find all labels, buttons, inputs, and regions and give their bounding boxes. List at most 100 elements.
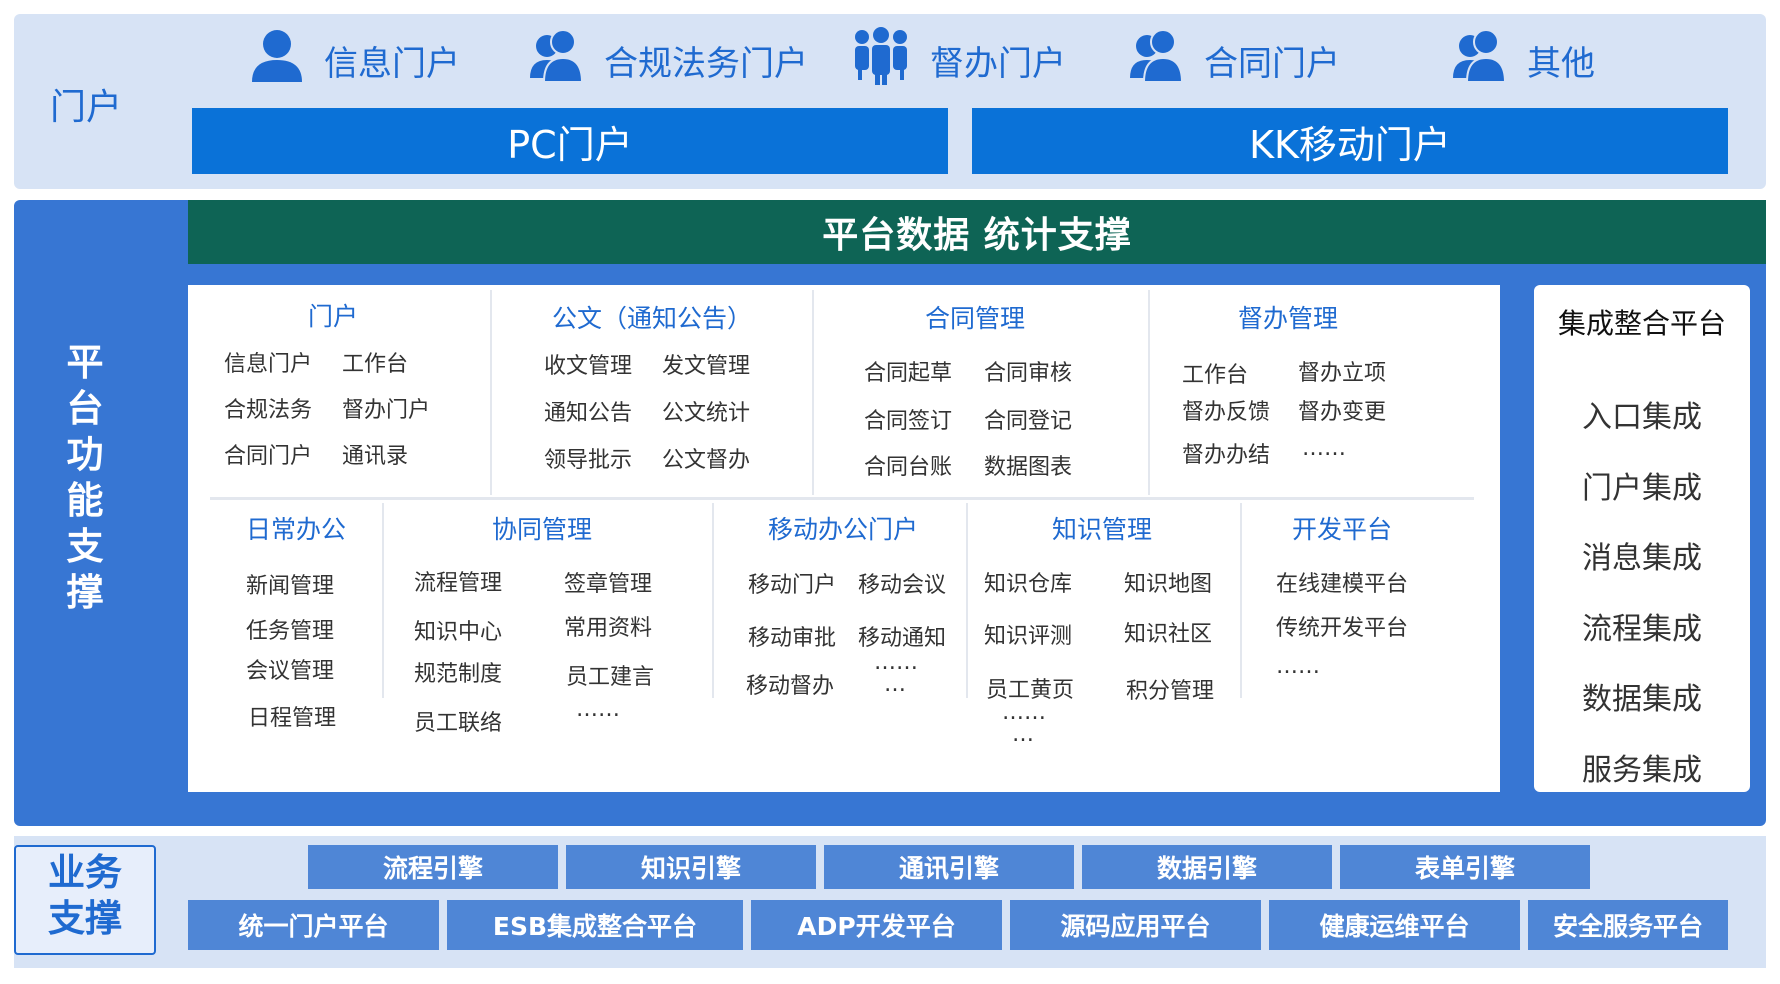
module-item[interactable]: 合规法务 [224, 398, 313, 423]
module-item[interactable]: 员工建言 [566, 665, 655, 690]
module-item[interactable]: 公文督办 [662, 448, 751, 473]
ellipsis: … [1012, 722, 1034, 747]
group-icon [852, 26, 910, 94]
module-item[interactable]: 任务管理 [246, 619, 335, 644]
module-item[interactable]: 移动会议 [858, 573, 947, 598]
portal-item-supervise[interactable]: 督办门户 [852, 26, 1066, 90]
module-item[interactable]: 移动审批 [748, 626, 837, 651]
ellipsis: …… [576, 697, 620, 722]
users-icon [530, 28, 584, 93]
integration-item[interactable]: 入口集成 [1582, 400, 1702, 435]
section-title-contract: 合同管理 [925, 304, 1026, 333]
module-item[interactable]: 知识仓库 [984, 572, 1073, 597]
module-item[interactable]: 流程管理 [414, 571, 503, 596]
integration-title: 集成整合平台 [1557, 307, 1726, 340]
integration-panel [1534, 285, 1750, 792]
integration-item[interactable]: 流程集成 [1582, 612, 1702, 647]
module-item[interactable]: 督办变更 [1298, 400, 1387, 425]
module-item[interactable]: 信息门户 [224, 352, 313, 377]
module-item[interactable]: 合同登记 [984, 409, 1073, 434]
module-item[interactable]: 签章管理 [564, 572, 653, 597]
section-title-portal: 门户 [308, 302, 359, 331]
section-title-dev-platform: 开发平台 [1292, 515, 1393, 544]
ellipsis: …… [1276, 654, 1320, 679]
module-item[interactable]: 收文管理 [544, 354, 633, 379]
divider [712, 503, 714, 698]
module-item[interactable]: 督办门户 [342, 398, 431, 423]
module-item[interactable]: 合同签订 [864, 409, 953, 434]
module-item[interactable]: 移动督办 [746, 674, 835, 699]
user-icon [250, 28, 304, 93]
engine-knowledge[interactable]: 知识引擎 [566, 845, 816, 889]
module-item[interactable]: 员工联络 [414, 711, 503, 736]
platform-security[interactable]: 安全服务平台 [1528, 900, 1728, 950]
platform-esb[interactable]: ESB集成整合平台 [447, 900, 743, 950]
business-label: 业务支撑 [48, 851, 122, 940]
section-title-supervise: 督办管理 [1238, 304, 1339, 333]
module-item[interactable]: 发文管理 [662, 354, 751, 379]
portal-item-other[interactable]: 其他 [1453, 28, 1595, 93]
divider [210, 497, 1474, 500]
module-item[interactable]: 新闻管理 [246, 574, 335, 599]
platform-source-code[interactable]: 源码应用平台 [1010, 900, 1261, 950]
module-item[interactable]: 合同审核 [984, 361, 1073, 386]
platform-unified-portal[interactable]: 统一门户平台 [188, 900, 439, 950]
module-item[interactable]: 通讯录 [342, 444, 409, 469]
module-item[interactable]: 员工黄页 [986, 678, 1075, 703]
module-item[interactable]: 公文统计 [662, 401, 751, 426]
module-item[interactable]: 日程管理 [248, 706, 337, 731]
module-item[interactable]: 在线建模平台 [1276, 572, 1409, 597]
module-item[interactable]: 知识地图 [1124, 572, 1213, 597]
divider [1148, 290, 1150, 495]
module-item[interactable]: 工作台 [1182, 363, 1249, 388]
module-item[interactable]: 合同台账 [864, 455, 953, 480]
module-item[interactable]: 督办反馈 [1182, 400, 1271, 425]
engine-communication[interactable]: 通讯引擎 [824, 845, 1074, 889]
module-item[interactable]: 合同门户 [224, 444, 313, 469]
module-item[interactable]: 通知公告 [544, 401, 633, 426]
module-item[interactable]: 数据图表 [984, 455, 1073, 480]
divider [1240, 503, 1242, 698]
ellipsis: …… [874, 650, 918, 675]
integration-item[interactable]: 服务集成 [1582, 753, 1702, 788]
module-item[interactable]: 移动通知 [858, 626, 947, 651]
section-title-daily-office: 日常办公 [246, 515, 347, 544]
module-item[interactable]: 知识中心 [414, 620, 503, 645]
users-icon [1453, 28, 1507, 93]
section-title-documents: 公文（通知公告） [552, 304, 753, 333]
engine-data[interactable]: 数据引擎 [1082, 845, 1332, 889]
ellipsis: … [884, 672, 906, 697]
module-item[interactable]: 知识评测 [984, 624, 1073, 649]
ellipsis: …… [1002, 700, 1046, 725]
engine-process[interactable]: 流程引擎 [308, 845, 558, 889]
portal-item-compliance[interactable]: 合规法务门户 [530, 28, 808, 93]
ellipsis: …… [1302, 436, 1346, 461]
users-icon [1130, 28, 1184, 93]
module-item[interactable]: 会议管理 [246, 659, 335, 684]
pc-portal-bar[interactable]: PC门户 [192, 108, 948, 174]
integration-item[interactable]: 门户集成 [1582, 471, 1702, 506]
module-item[interactable]: 规范制度 [414, 662, 503, 687]
section-title-mobile-office: 移动办公门户 [768, 515, 919, 544]
integration-item[interactable]: 消息集成 [1582, 541, 1702, 576]
business-label-box [14, 845, 156, 955]
module-item[interactable]: 合同起草 [864, 361, 953, 386]
section-title-knowledge: 知识管理 [1052, 515, 1153, 544]
stats-bar: 平台数据 统计支撑 [188, 200, 1766, 264]
module-item[interactable]: 督办立项 [1298, 361, 1387, 386]
module-item[interactable]: 工作台 [342, 352, 409, 377]
module-item[interactable]: 知识社区 [1124, 622, 1213, 647]
portal-item-contract[interactable]: 合同门户 [1130, 28, 1340, 93]
platform-health-ops[interactable]: 健康运维平台 [1269, 900, 1520, 950]
platform-adp[interactable]: ADP开发平台 [751, 900, 1002, 950]
module-item[interactable]: 移动门户 [748, 573, 837, 598]
module-item[interactable]: 督办办结 [1182, 443, 1271, 468]
portal-item-info[interactable]: 信息门户 [250, 28, 460, 93]
module-item[interactable]: 积分管理 [1126, 679, 1215, 704]
kk-mobile-portal-bar[interactable]: KK移动门户 [972, 108, 1728, 174]
integration-item[interactable]: 数据集成 [1582, 682, 1702, 717]
module-item[interactable]: 领导批示 [544, 448, 633, 473]
module-item[interactable]: 传统开发平台 [1276, 616, 1409, 641]
module-item[interactable]: 常用资料 [564, 616, 653, 641]
engine-form[interactable]: 表单引擎 [1340, 845, 1590, 889]
